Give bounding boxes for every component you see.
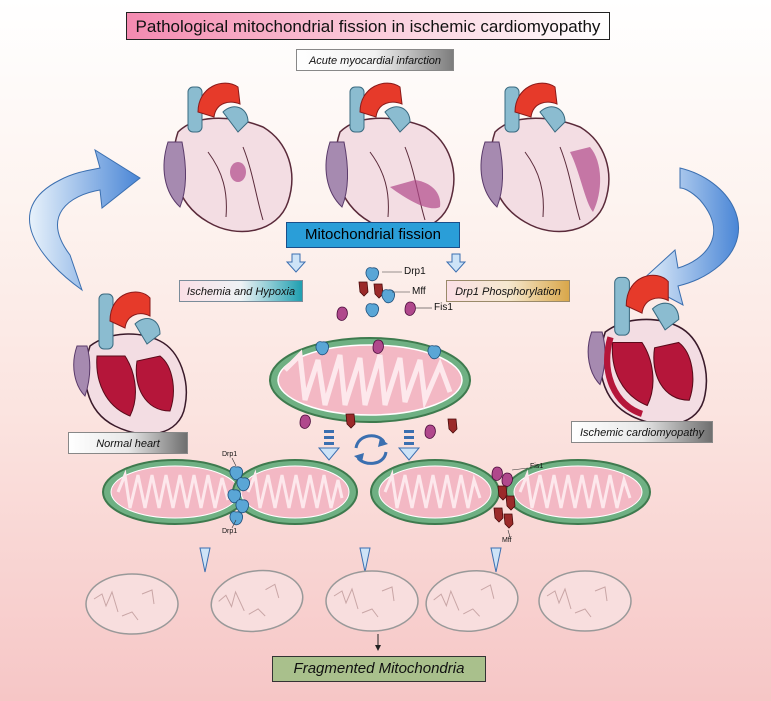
infarct-heart-1	[163, 82, 293, 233]
fragment-mito-2	[206, 564, 308, 638]
cause-ischemia-label: Ischemia and Hypoxia	[179, 280, 303, 302]
fragment-drp1-bottom-label: Drp1	[222, 528, 238, 535]
diagram-title: Pathological mitochondrial fission in is…	[126, 12, 610, 40]
dividing-mito-left	[102, 457, 358, 529]
arrow-mito-right	[397, 430, 421, 461]
fragment-mito-1	[85, 573, 179, 635]
fragment-mito-4	[422, 565, 522, 637]
arrow-to-outcome	[375, 634, 381, 651]
normal-heart	[72, 291, 188, 435]
legend-fis1-label: Fis1	[434, 302, 453, 313]
dividing-mito-right	[370, 459, 651, 538]
fragment-drp1-top-label: Drp1	[222, 451, 238, 458]
fragment-mito-5	[538, 570, 632, 632]
arrow-fission-to-phos	[445, 253, 467, 273]
protein-legend	[336, 267, 432, 321]
arrow-down-2	[359, 547, 371, 573]
arrow-mito-left	[317, 430, 341, 461]
fragment-mito-3	[325, 570, 419, 632]
cause-phosphorylation-label: Drp1 Phosphorylation	[446, 280, 570, 302]
central-mitochondrion	[269, 337, 471, 439]
arrow-normal-to-ami	[29, 148, 141, 292]
event-label: Acute myocardial infarction	[296, 49, 454, 71]
normal-heart-label: Normal heart	[68, 432, 188, 454]
fragment-fis1-label: Fis1	[530, 463, 544, 470]
icm-heart	[587, 274, 708, 426]
legend-drp1-label: Drp1	[404, 266, 426, 277]
arrow-down-3	[490, 547, 502, 573]
arrow-down-1	[199, 547, 211, 573]
icm-label: Ischemic cardiomyopathy	[571, 421, 713, 443]
cycle-arrows-icon	[354, 434, 388, 465]
outcome-label: Fragmented Mitochondria	[272, 656, 486, 682]
legend-mff-label: Mff	[412, 286, 426, 297]
fragment-mff-label: Mff	[502, 537, 512, 544]
arrow-fission-to-ischemia	[285, 253, 307, 273]
infarct-heart-2	[325, 82, 455, 233]
process-label: Mitochondrial fission	[286, 222, 460, 248]
infarct-heart-3	[480, 82, 610, 233]
